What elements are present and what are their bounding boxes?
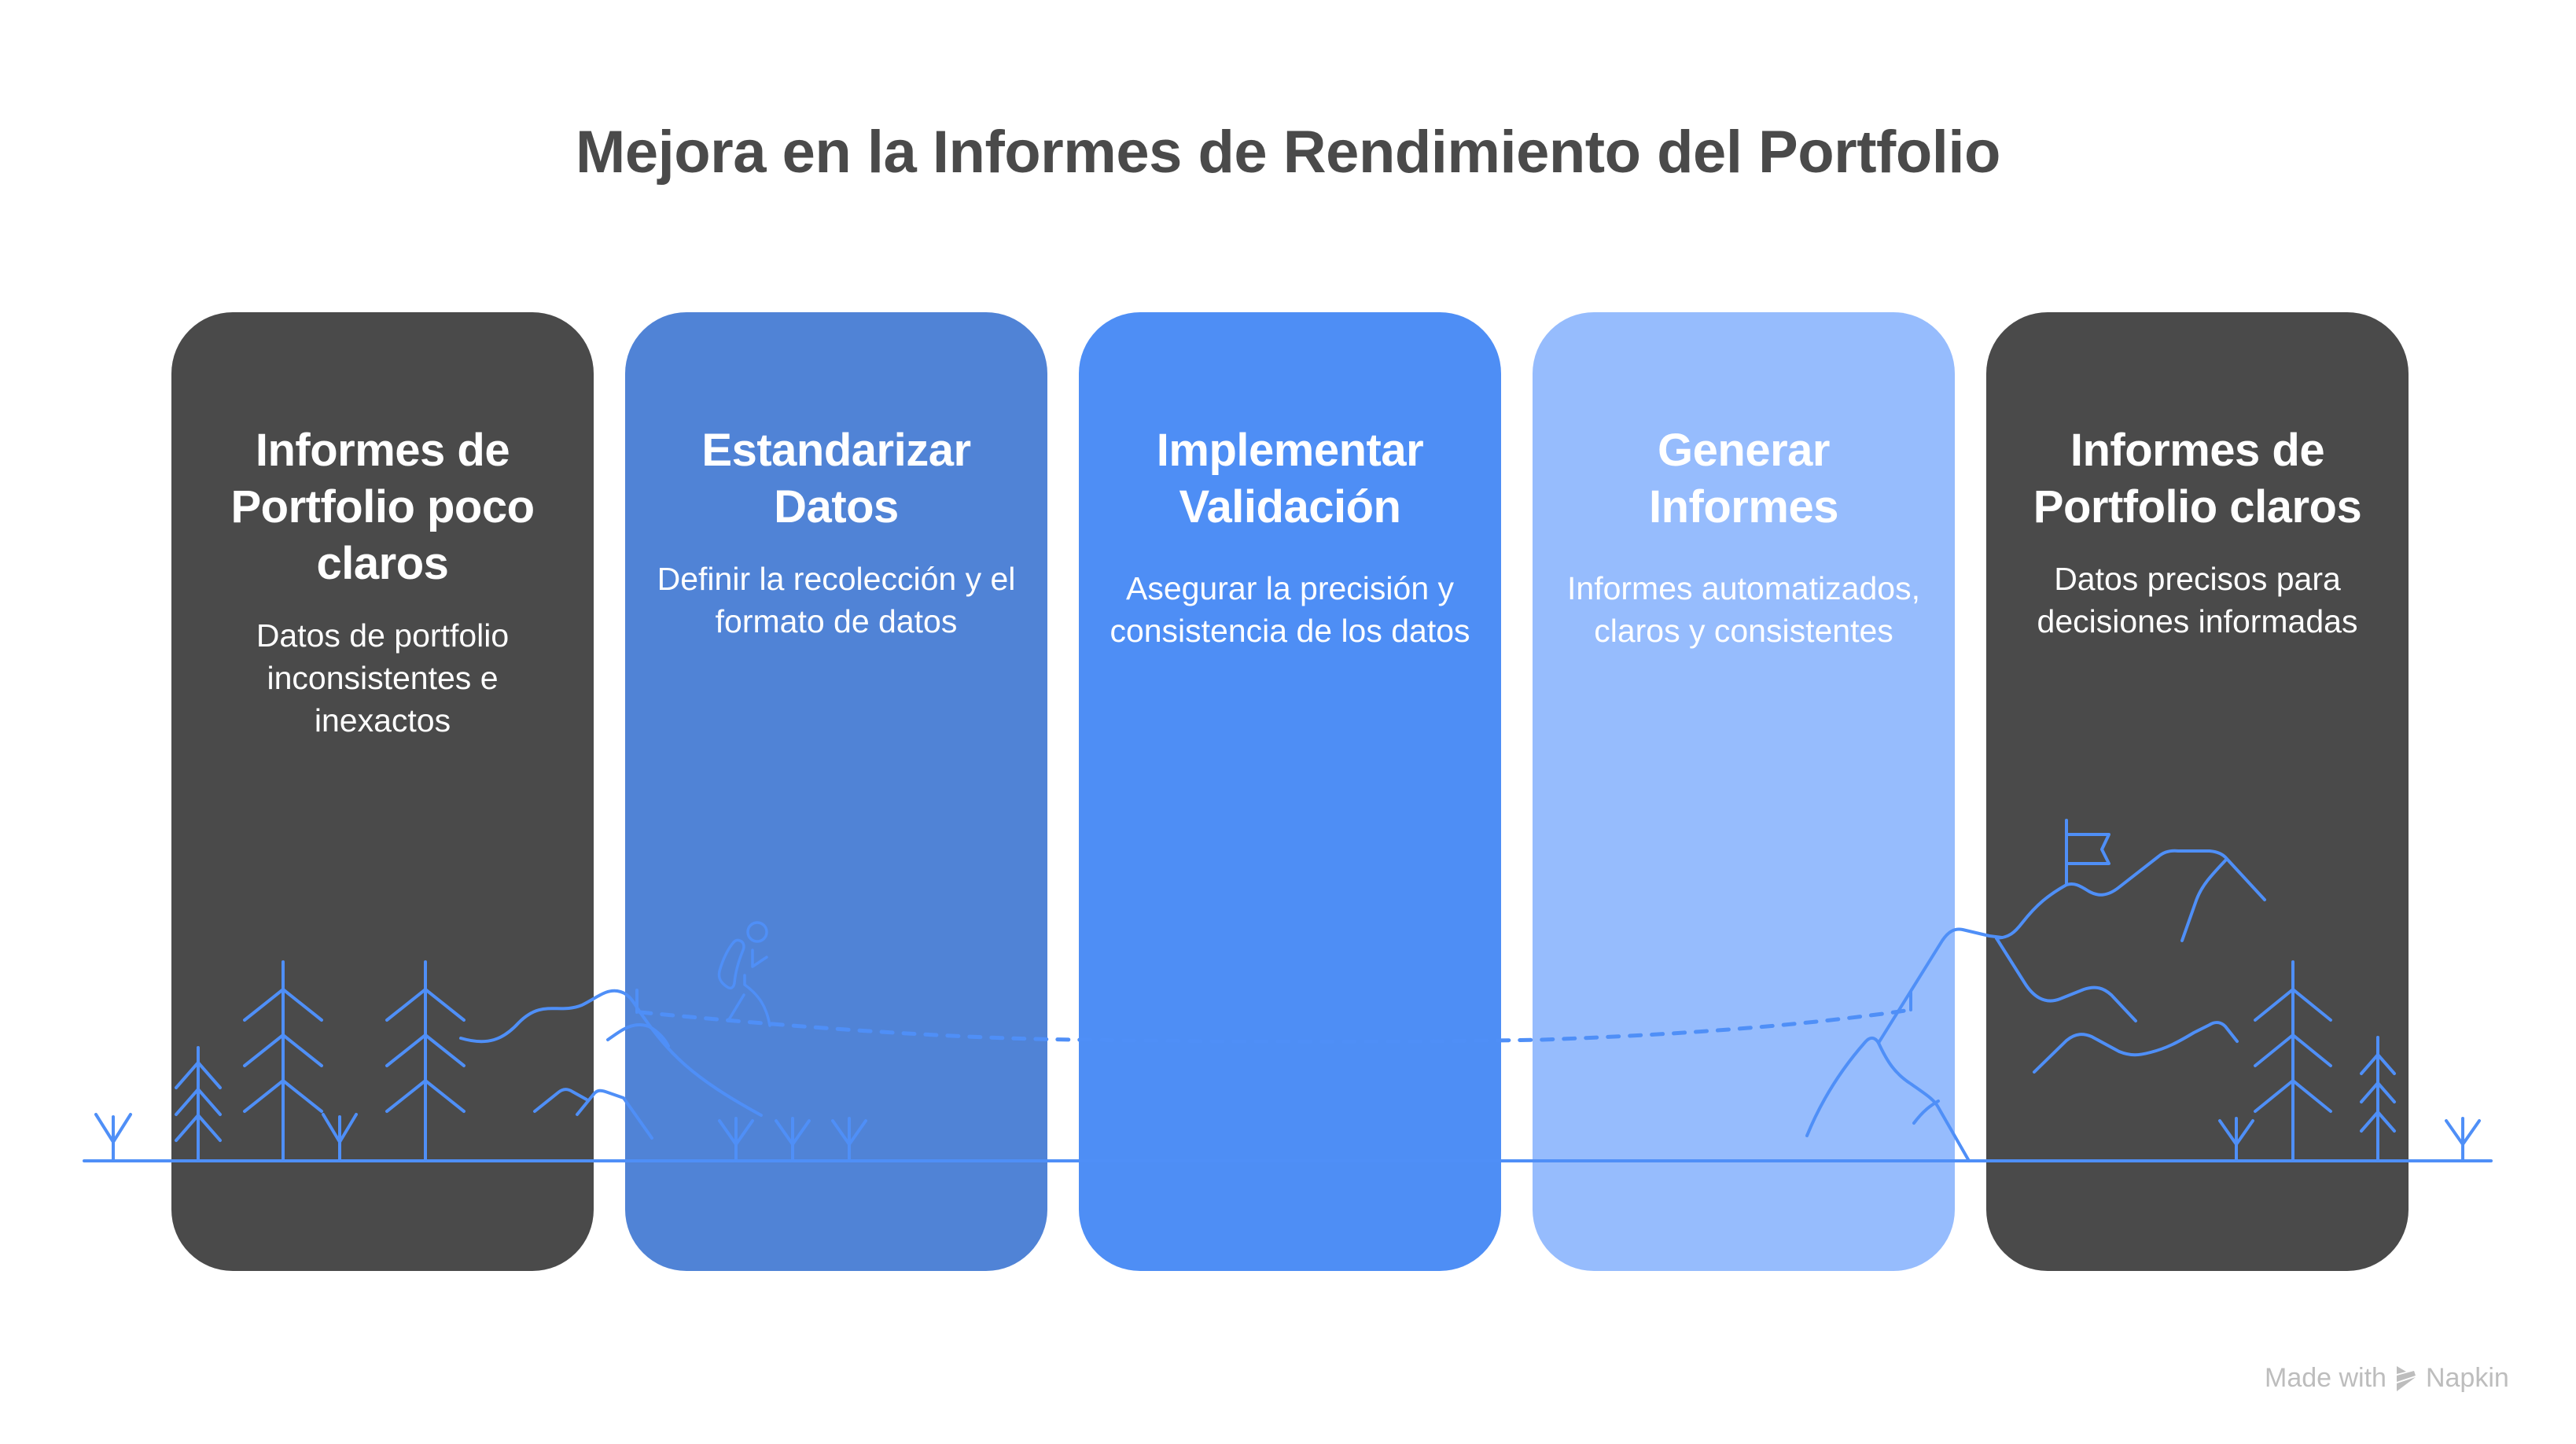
grass-icon <box>2445 1117 2481 1162</box>
napkin-logo-icon <box>2396 1365 2416 1391</box>
step-card-problem: Informes de Portfolio poco claros Datos … <box>171 312 594 1271</box>
diagram-title: Mejora en la Informes de Rendimiento del… <box>576 119 2000 186</box>
grass-icon <box>94 1113 132 1162</box>
step-card-validate: Implementar Validación Asegurar la preci… <box>1079 312 1501 1271</box>
step-title: Informes de Portfolio claros <box>2033 425 2362 532</box>
step-card-generate: Generar Informes Informes automatizados,… <box>1533 312 1955 1271</box>
step-description: Definir la recolección y el formato de d… <box>657 561 1016 639</box>
watermark-prefix: Made with <box>2265 1363 2386 1393</box>
step-title: Informes de Portfolio poco claros <box>230 425 535 589</box>
watermark: Made with Napkin <box>2265 1363 2509 1394</box>
step-description: Asegurar la precisión y consistencia de … <box>1110 570 1470 649</box>
step-description: Datos precisos para decisiones informada… <box>2037 561 2358 639</box>
step-card-solution: Informes de Portfolio claros Datos preci… <box>1986 312 2409 1271</box>
step-card-standardize: Estandarizar Datos Definir la recolecció… <box>625 312 1047 1271</box>
step-description: Datos de portfolio inconsistentes e inex… <box>256 617 510 739</box>
step-title: Implementar Validación <box>1156 425 1424 532</box>
step-description: Informes automatizados, claros y consist… <box>1567 570 1920 649</box>
watermark-brand: Napkin <box>2425 1363 2509 1393</box>
step-title: Estandarizar Datos <box>701 425 971 532</box>
step-title: Generar Informes <box>1649 425 1838 532</box>
